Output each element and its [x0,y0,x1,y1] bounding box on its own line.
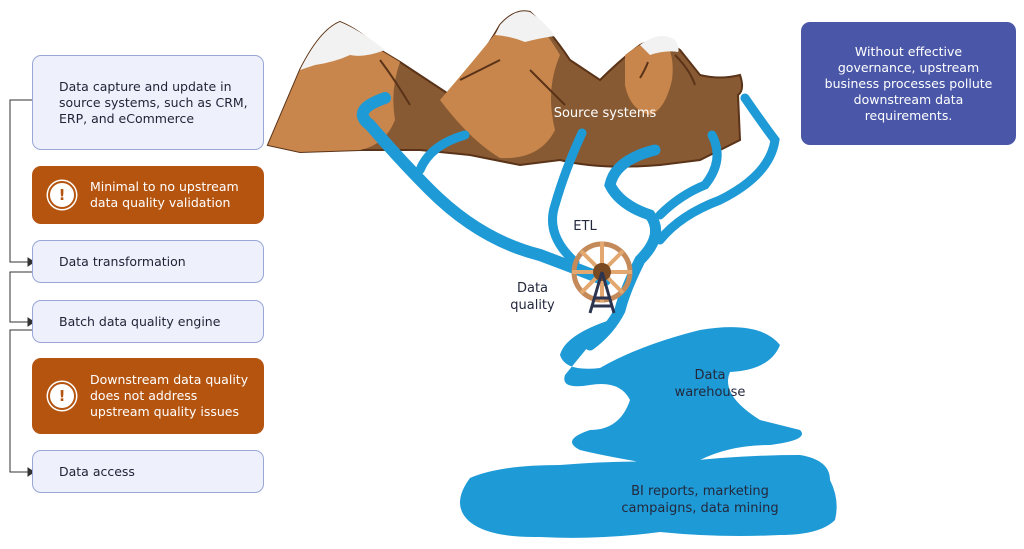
warning-downstream-dq: ! Downstream data quality does not addre… [32,358,264,434]
step-data-transformation: Data transformation [32,240,264,283]
step-batch-dq-engine: Batch data quality engine [32,300,264,343]
warning-text: Minimal to no upstream data quality vali… [90,179,239,210]
step-data-capture: Data capture and update in source system… [32,55,264,150]
label-etl: ETL [573,219,597,234]
label-data-quality: Data quality [510,281,555,313]
etl-waterwheel-icon [571,241,633,314]
governance-note: Without effective governance, upstream b… [801,22,1016,145]
step-data-access: Data access [32,450,264,493]
rivers [356,92,780,351]
label-data-warehouse: Data warehouse [674,368,746,400]
step-text: Batch data quality engine [59,313,221,329]
warning-text: Downstream data quality does not address… [90,372,249,419]
label-source-systems: Source systems [553,106,657,121]
exclamation-circle-icon: ! [48,181,76,209]
warning-upstream-validation: ! Minimal to no upstream data quality va… [32,166,264,224]
label-bi-reports: BI reports, marketing campaigns, data mi… [621,484,779,516]
step-text: Data transformation [59,253,186,269]
lakes [460,320,837,538]
step-text: Data capture and update in source system… [59,78,248,126]
note-text: Without effective governance, upstream b… [824,43,993,123]
step-text: Data access [59,463,135,479]
exclamation-circle-icon: ! [48,382,76,410]
